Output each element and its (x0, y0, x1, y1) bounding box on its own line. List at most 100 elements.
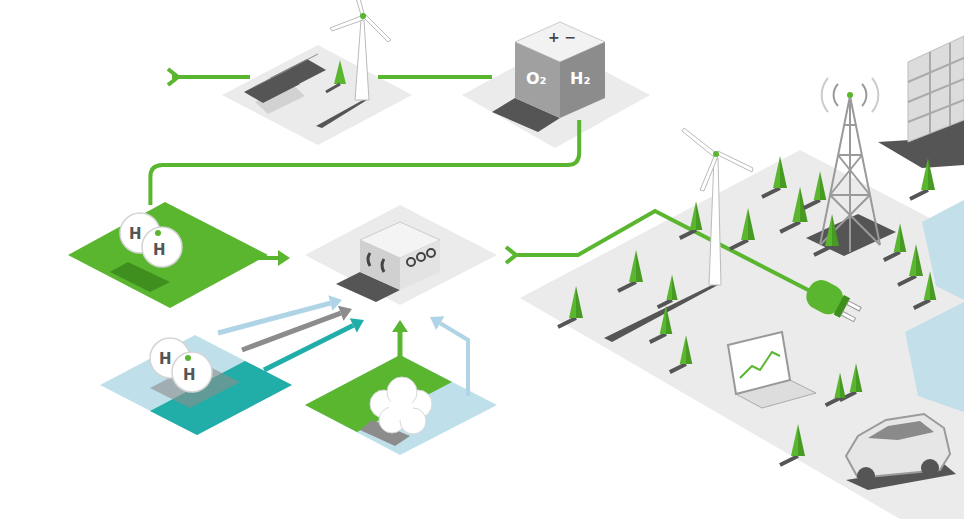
radio-tower (822, 78, 828, 112)
tree (856, 363, 862, 392)
power-plant-tile (360, 240, 400, 290)
blue-hydrogen-tile (100, 335, 292, 435)
tree-shadow (804, 200, 820, 208)
flow-arrow (218, 303, 330, 333)
wind-turbine (716, 151, 753, 172)
tree (820, 171, 826, 200)
tree-shadow (898, 276, 916, 285)
flow-arrow (440, 323, 468, 396)
flow-arrow (264, 325, 353, 370)
tree (773, 156, 780, 188)
wind-turbine (709, 158, 721, 285)
renewable-tile (330, 16, 363, 31)
tree-shadow (884, 252, 900, 260)
tree (930, 271, 936, 300)
renewable-tile (355, 20, 369, 100)
office-building (908, 36, 964, 142)
tree-shadow (780, 222, 800, 232)
tree-shadow (780, 456, 798, 465)
green-hydrogen-tile (68, 202, 268, 308)
blue-hydrogen-tile (100, 335, 292, 435)
tree (666, 305, 672, 334)
renewable-tile (334, 60, 346, 84)
renewable-tile (360, 13, 366, 19)
radio-tower (849, 96, 851, 252)
node-label: H (159, 351, 172, 368)
office-building (908, 79, 964, 102)
tree (924, 271, 930, 300)
tree (576, 286, 583, 318)
tree-shadow (730, 240, 748, 249)
laptop (728, 332, 816, 408)
office-building (878, 36, 964, 168)
tree (696, 201, 702, 230)
tree-shadow (680, 230, 696, 238)
tree (894, 223, 900, 252)
car (846, 414, 956, 490)
tree (686, 335, 692, 364)
tree (928, 158, 935, 190)
radio-tower (830, 194, 870, 196)
flow-arrow (232, 256, 278, 260)
laptop (740, 352, 780, 378)
radio-tower (806, 78, 896, 256)
car (857, 467, 875, 485)
hydrogen-molecule (142, 330, 222, 400)
tree-shadow (914, 300, 930, 308)
node-label: O₂ (526, 70, 547, 88)
radio-tower (838, 155, 870, 195)
energy-line (168, 69, 492, 85)
renewable-tile (356, 0, 364, 15)
tree (840, 372, 846, 398)
car (921, 459, 939, 477)
node-label: H (129, 226, 142, 243)
green-hydrogen-tile (68, 202, 268, 308)
tree (850, 363, 856, 392)
laptop (728, 332, 790, 394)
tree-shadow (910, 190, 928, 199)
radio-tower (830, 155, 862, 195)
tree (798, 424, 805, 456)
node-label: + − (548, 30, 576, 45)
wind-turbine (713, 151, 719, 157)
radio-tower (872, 78, 878, 112)
radio-tower (834, 84, 838, 106)
biomass-tile (305, 355, 452, 432)
wind-turbine (700, 154, 718, 191)
tree (800, 187, 808, 222)
renewable-tile (222, 45, 412, 145)
tree (636, 250, 643, 282)
cube-left (515, 42, 560, 118)
city-ground (520, 150, 964, 519)
radio-tower (850, 96, 880, 245)
tree (660, 305, 666, 334)
tree (780, 156, 787, 188)
power-plant-tile (407, 258, 415, 266)
radio-tower (838, 154, 862, 156)
renewable-tile (362, 14, 391, 42)
cube-right (560, 42, 605, 118)
energy-connector (150, 120, 579, 205)
city-ground (520, 150, 964, 519)
arrow-head (392, 320, 408, 332)
energy-line (172, 75, 250, 79)
energy-line (168, 69, 178, 85)
bond-dot (185, 355, 191, 361)
radio-tower (820, 96, 850, 245)
radio-tower (820, 195, 870, 245)
trees (558, 156, 936, 465)
tree-shadow (650, 334, 666, 342)
flow-arrow (242, 313, 341, 350)
radio-tower (844, 124, 856, 126)
hydrogen-molecule-node: HH (142, 330, 222, 400)
tree-shadow (826, 398, 840, 405)
tree (791, 424, 798, 456)
radio-tower (847, 92, 853, 98)
wind-turbine (604, 128, 753, 342)
plug (802, 275, 865, 327)
electrolyzer-box: + −O₂H₂ (512, 20, 608, 120)
arrow-head (278, 250, 290, 266)
node-label: H (183, 367, 196, 384)
arrow-head (430, 316, 444, 330)
energy-line (378, 75, 492, 79)
